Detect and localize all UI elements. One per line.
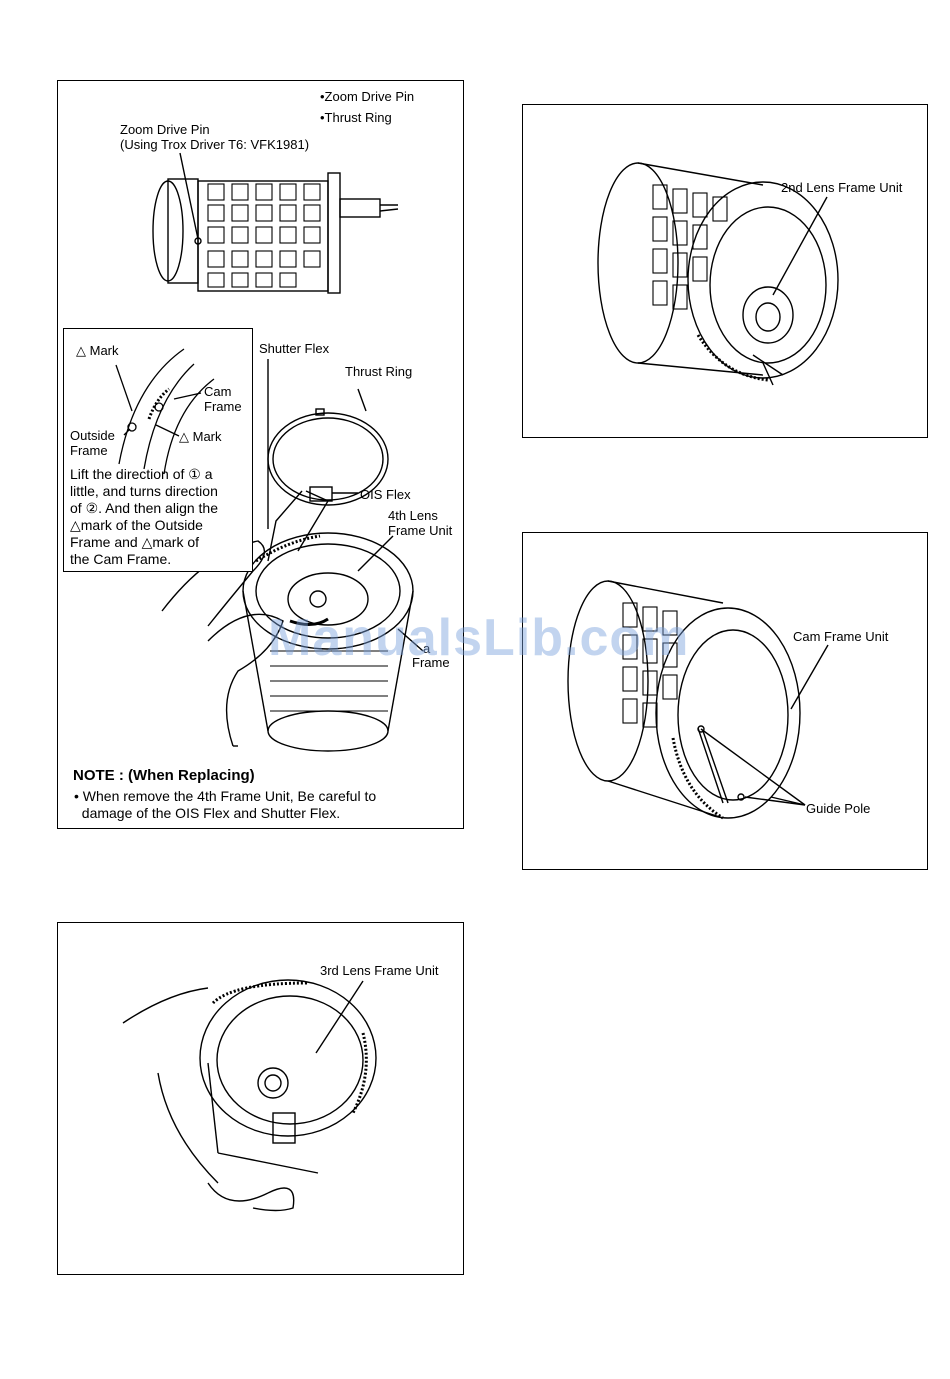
cam-frame-partial-label-1: a [423, 641, 431, 656]
cam-frame-unit-label: Cam Frame Unit [793, 629, 889, 644]
outside-frame-label-2: Frame [70, 443, 108, 458]
4th-lens-label-2: Frame Unit [388, 523, 453, 538]
shutter-flex-label: Shutter Flex [259, 341, 330, 356]
2nd-lens-frame-illustration [597, 162, 839, 386]
instruction-line-6: the Cam Frame. [70, 551, 172, 567]
cam-frame-label-1: Cam [204, 384, 232, 399]
alignment-inset: △ Mark Cam Frame Outside Frame △ Mark Li… [63, 328, 253, 572]
cam-frame-partial-label-2: Frame [412, 655, 450, 670]
cam-frame-illustration [567, 580, 829, 820]
instruction-line-3: of ②. And then align the [70, 500, 218, 516]
instruction-line-5: Frame and △mark of [70, 534, 200, 550]
zoom-drive-pin-label: Zoom Drive Pin [120, 122, 210, 137]
panel-cam-frame-unit: Cam Frame Unit Guide Pole [522, 532, 928, 870]
outside-frame-label-1: Outside [70, 428, 115, 443]
note-heading: NOTE : (When Replacing) [73, 767, 255, 784]
trox-driver-label: (Using Trox Driver T6: VFK1981) [120, 137, 310, 152]
guide-pole-label: Guide Pole [806, 801, 871, 816]
alignment-mark-diagram [115, 348, 215, 475]
3rd-lens-frame-label: 3rd Lens Frame Unit [320, 963, 439, 978]
mark-label-2: △ Mark [179, 429, 222, 444]
4th-lens-label-1: 4th Lens [388, 508, 438, 523]
3rd-lens-frame-illustration [122, 979, 377, 1212]
ois-flex-label: OIS Flex [360, 487, 411, 502]
panel-3rd-lens-frame-unit: 3rd Lens Frame Unit [57, 922, 464, 1275]
thrust-ring-bullet: •Thrust Ring [320, 110, 392, 125]
instruction-line-1: Lift the direction of ① a [70, 466, 213, 482]
instruction-line-2: little, and turns direction [70, 483, 218, 499]
mark-label-1: △ Mark [76, 343, 119, 358]
cam-frame-label-2: Frame [204, 399, 242, 414]
2nd-lens-frame-label: 2nd Lens Frame Unit [781, 180, 903, 195]
panel-4th-lens-frame-removal: •Zoom Drive Pin •Thrust Ring Zoom Drive … [57, 80, 464, 829]
thrust-ring-label: Thrust Ring [345, 364, 413, 379]
instruction-line-4: △mark of the Outside [70, 517, 203, 533]
note-line-2: damage of the OIS Flex and Shutter Flex. [74, 805, 341, 821]
panel-2nd-lens-frame-unit: 2nd Lens Frame Unit [522, 104, 928, 438]
watermark: ManualsLib.com [268, 609, 690, 667]
zoom-drive-pin-bullet: •Zoom Drive Pin [320, 89, 415, 104]
note-line-1: • When remove the 4th Frame Unit, Be car… [74, 788, 377, 804]
